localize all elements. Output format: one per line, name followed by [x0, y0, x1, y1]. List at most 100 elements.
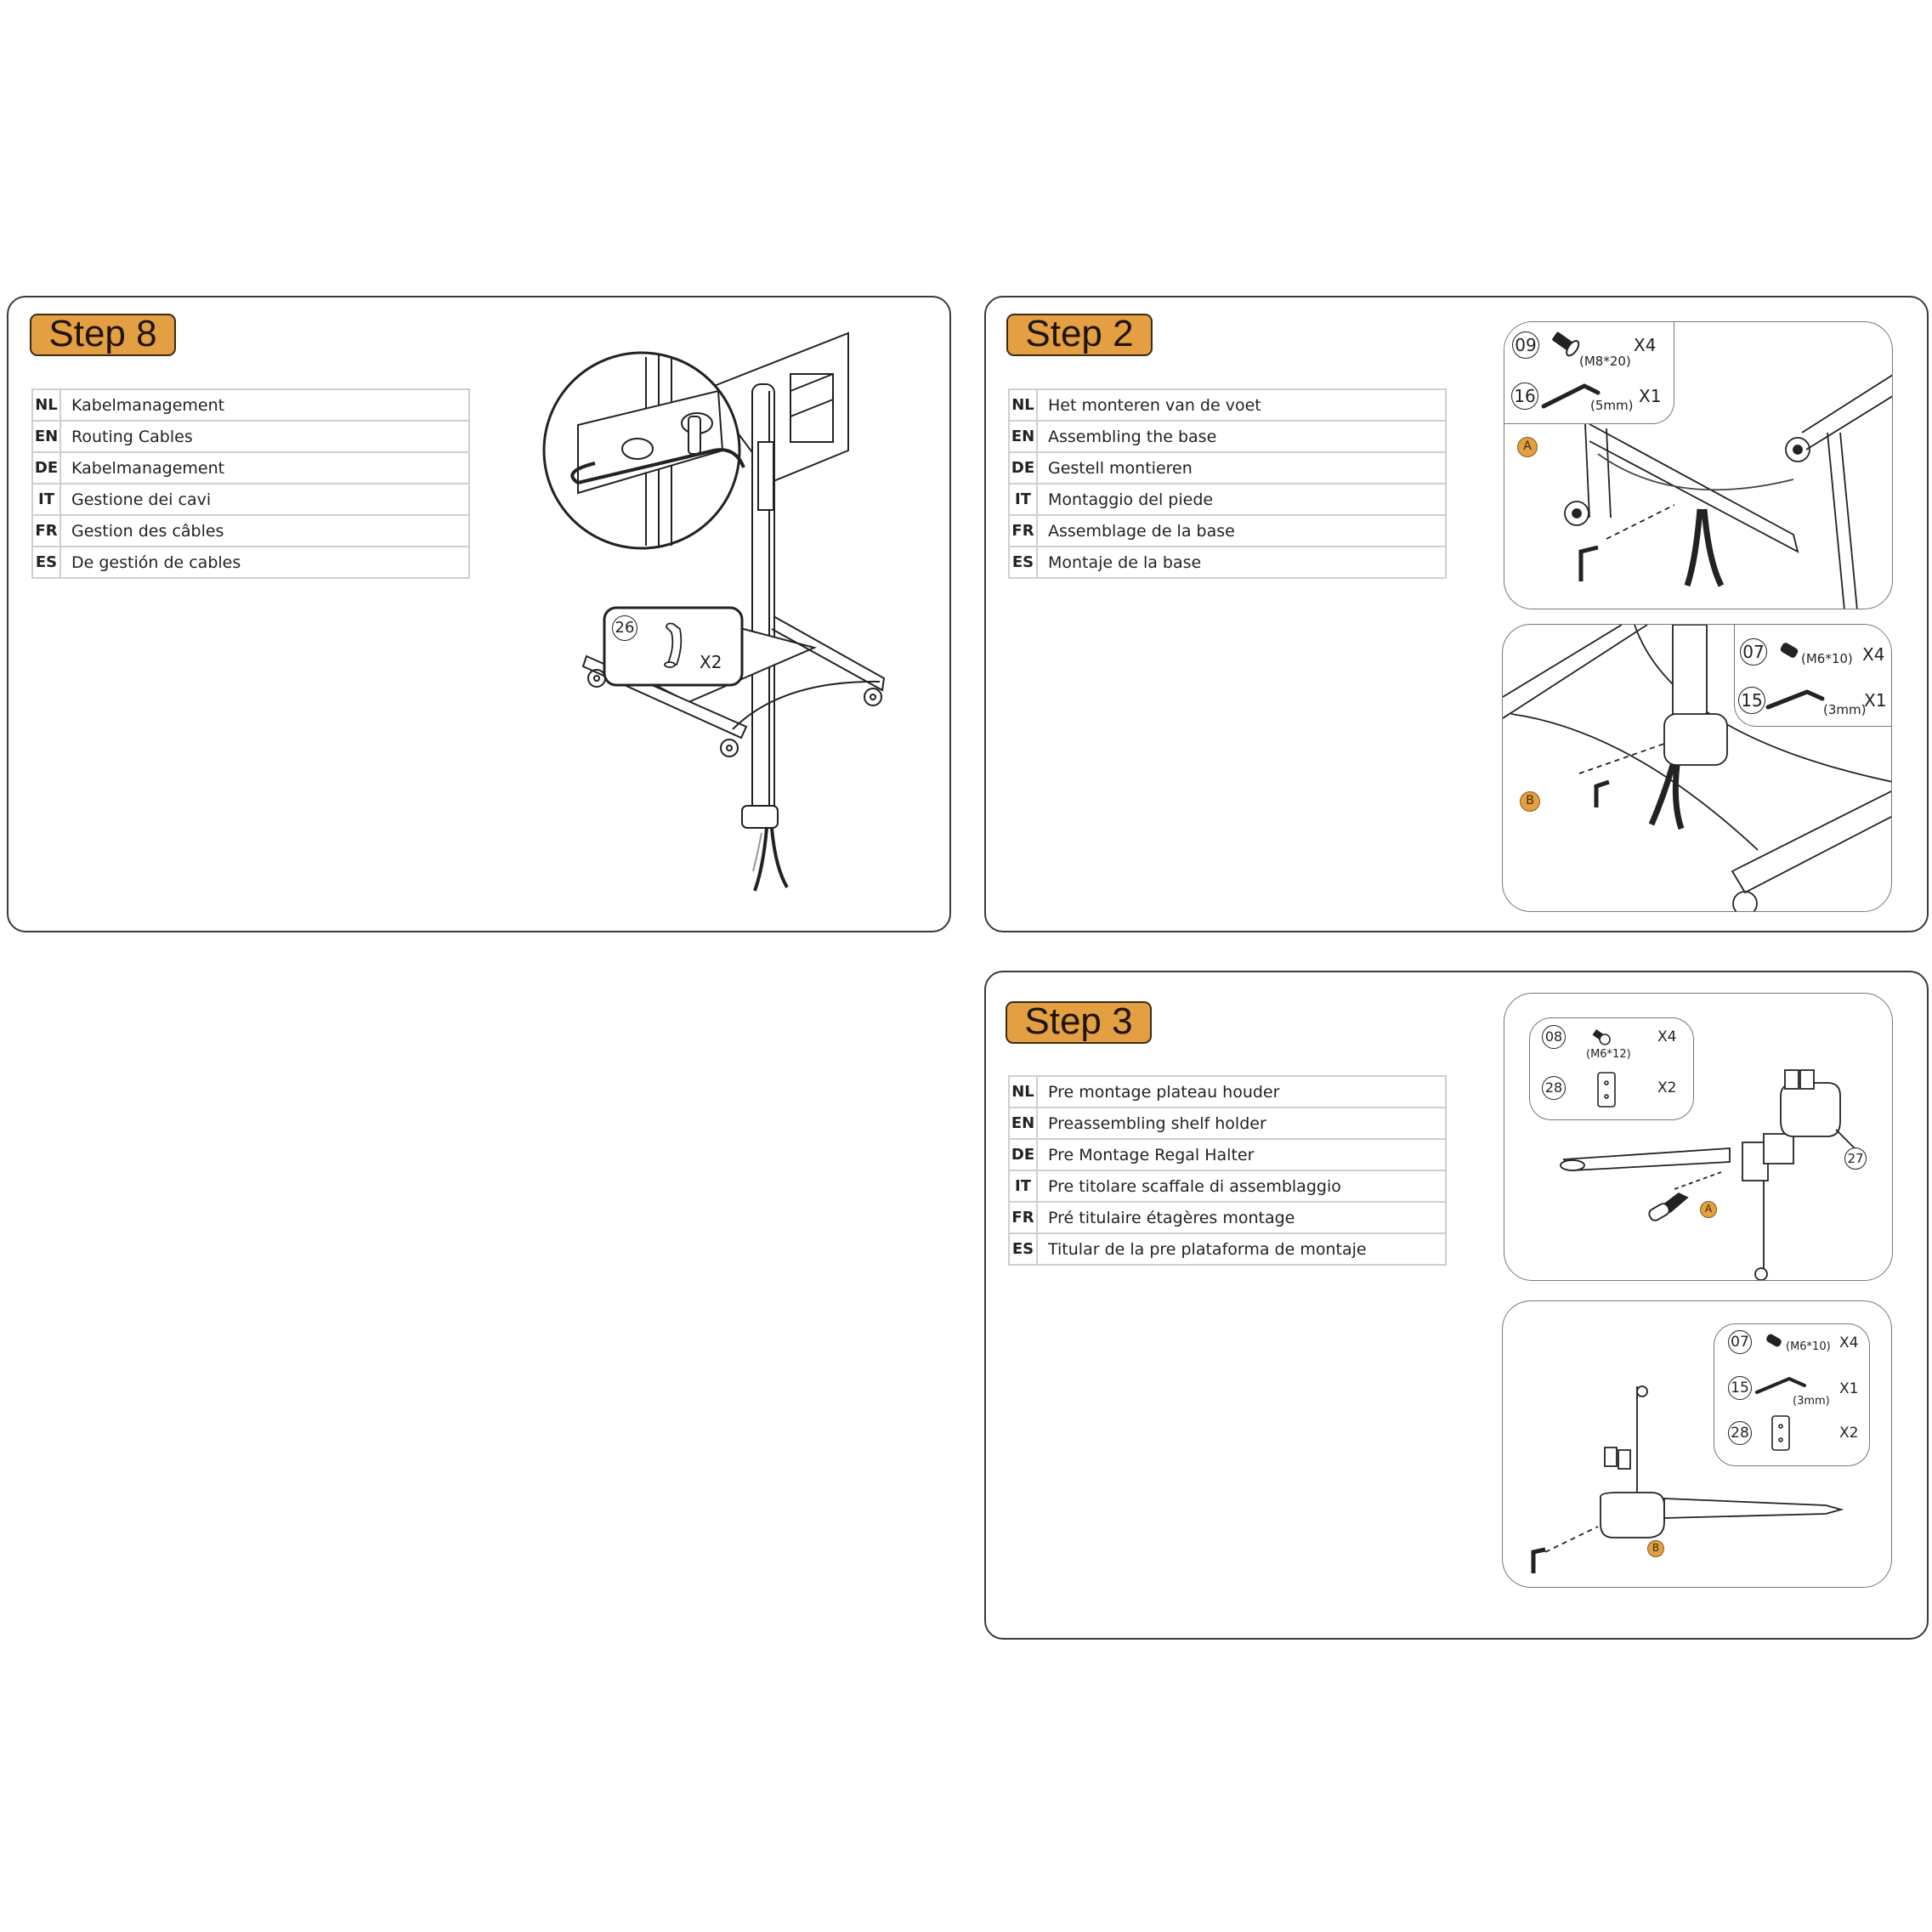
instruction-text: Assemblage de la base: [1036, 514, 1447, 547]
lang-code: IT: [31, 483, 61, 516]
instruction-text: Preassembling shelf holder: [1036, 1107, 1447, 1140]
allen-key-icon: [1540, 381, 1608, 411]
instruction-text: Gestion des câbles: [59, 514, 470, 547]
lang-code: ES: [31, 546, 61, 579]
part-spec: (M6*10): [1786, 1340, 1831, 1353]
part-spec: (M6*12): [1586, 1048, 1631, 1061]
lang-code: EN: [1008, 420, 1038, 453]
cable-clip-icon: [663, 620, 688, 671]
lang-code: NL: [1008, 388, 1038, 422]
part-number-07: 07: [1728, 1330, 1752, 1354]
instruction-text: Routing Cables: [59, 420, 470, 453]
instruction-text: Assembling the base: [1036, 420, 1447, 453]
lang-code: NL: [1008, 1075, 1038, 1108]
instruction-text: Titular de la pre plataforma de montaje: [1036, 1232, 1447, 1266]
tv-cart-illustration: [544, 323, 901, 901]
part-qty: X2: [700, 652, 722, 672]
allen-key-icon: [1765, 687, 1833, 712]
step-2-badge: Step 2: [1006, 314, 1153, 356]
lang-code: DE: [1008, 1138, 1038, 1171]
lang-code: ES: [1008, 546, 1038, 579]
callout-b: B: [1647, 1540, 1664, 1557]
part-qty: X2: [1657, 1079, 1677, 1096]
part-number-15: 15: [1738, 687, 1765, 714]
part-qty: X1: [1839, 1380, 1859, 1397]
callout-b: B: [1520, 791, 1540, 812]
instruction-text: Kabelmanagement: [59, 451, 470, 484]
part-number-15: 15: [1728, 1376, 1752, 1400]
part-qty: X1: [1864, 690, 1887, 711]
lang-code: DE: [31, 451, 61, 484]
spacer-plate-icon: [1771, 1413, 1794, 1453]
instruction-text: Montaggio del piede: [1036, 483, 1447, 516]
instruction-text: Montaje de la base: [1036, 546, 1447, 579]
part-number-09: 09: [1512, 331, 1539, 359]
lang-code: FR: [1008, 514, 1038, 547]
step-3-badge: Step 3: [1006, 1001, 1152, 1044]
lang-code: NL: [31, 388, 61, 422]
instruction-text: De gestión de cables: [59, 546, 470, 579]
lang-code: DE: [1008, 451, 1038, 484]
callout-a: A: [1517, 437, 1538, 457]
part-number-26: 26: [612, 615, 637, 641]
instruction-text: Pre titolare scaffale di assemblaggio: [1036, 1170, 1447, 1203]
allen-key-icon: [1754, 1375, 1813, 1397]
instruction-text: Kabelmanagement: [59, 388, 470, 422]
spacer-plate-icon: [1596, 1069, 1620, 1110]
part-number-08: 08: [1542, 1025, 1566, 1049]
instruction-text: Gestell montieren: [1036, 451, 1447, 484]
lang-code: IT: [1008, 483, 1038, 516]
callout-a: A: [1700, 1201, 1717, 1218]
part-spec: (5mm): [1590, 398, 1634, 413]
shelf-holder-illustration-b: [1503, 1301, 1892, 1588]
part-number-28: 28: [1728, 1421, 1752, 1445]
instruction-text: Pre Montage Regal Halter: [1036, 1138, 1447, 1171]
part-spec: (3mm): [1793, 1395, 1830, 1408]
lang-code: FR: [1008, 1201, 1038, 1234]
lang-code: EN: [1008, 1107, 1038, 1140]
set-screw-icon: [1780, 643, 1799, 658]
lang-code: IT: [1008, 1170, 1038, 1203]
lang-code: EN: [31, 420, 61, 453]
instruction-text: Het monteren van de voet: [1036, 388, 1447, 422]
part-number-28: 28: [1542, 1076, 1566, 1100]
base-assembly-illustration-a: [1504, 322, 1893, 609]
part-qty: X4: [1634, 335, 1657, 355]
countersunk-bolt-icon: [1552, 331, 1583, 359]
step-2-subpanel-a: [1504, 321, 1893, 609]
part-qty: X2: [1839, 1425, 1859, 1442]
step-2-subpanel-b: [1502, 624, 1892, 912]
base-assembly-illustration-b: [1503, 625, 1891, 912]
instruction-text: Gestione dei cavi: [59, 483, 470, 516]
instruction-text: Pré titulaire étagères montage: [1036, 1201, 1447, 1234]
instruction-text: Pre montage plateau houder: [1036, 1075, 1447, 1108]
shelf-holder-illustration-a: [1504, 994, 1893, 1281]
step-8-badge: Step 8: [30, 314, 176, 356]
part-qty: X4: [1657, 1028, 1677, 1045]
part-spec: (M6*10): [1801, 651, 1853, 666]
part-qty: X4: [1862, 644, 1885, 665]
set-screw-icon: [1766, 1334, 1782, 1347]
part-number-16: 16: [1511, 382, 1538, 410]
part-label-27: 27: [1844, 1147, 1867, 1170]
lang-code: FR: [31, 514, 61, 547]
part-number-07: 07: [1740, 638, 1767, 666]
